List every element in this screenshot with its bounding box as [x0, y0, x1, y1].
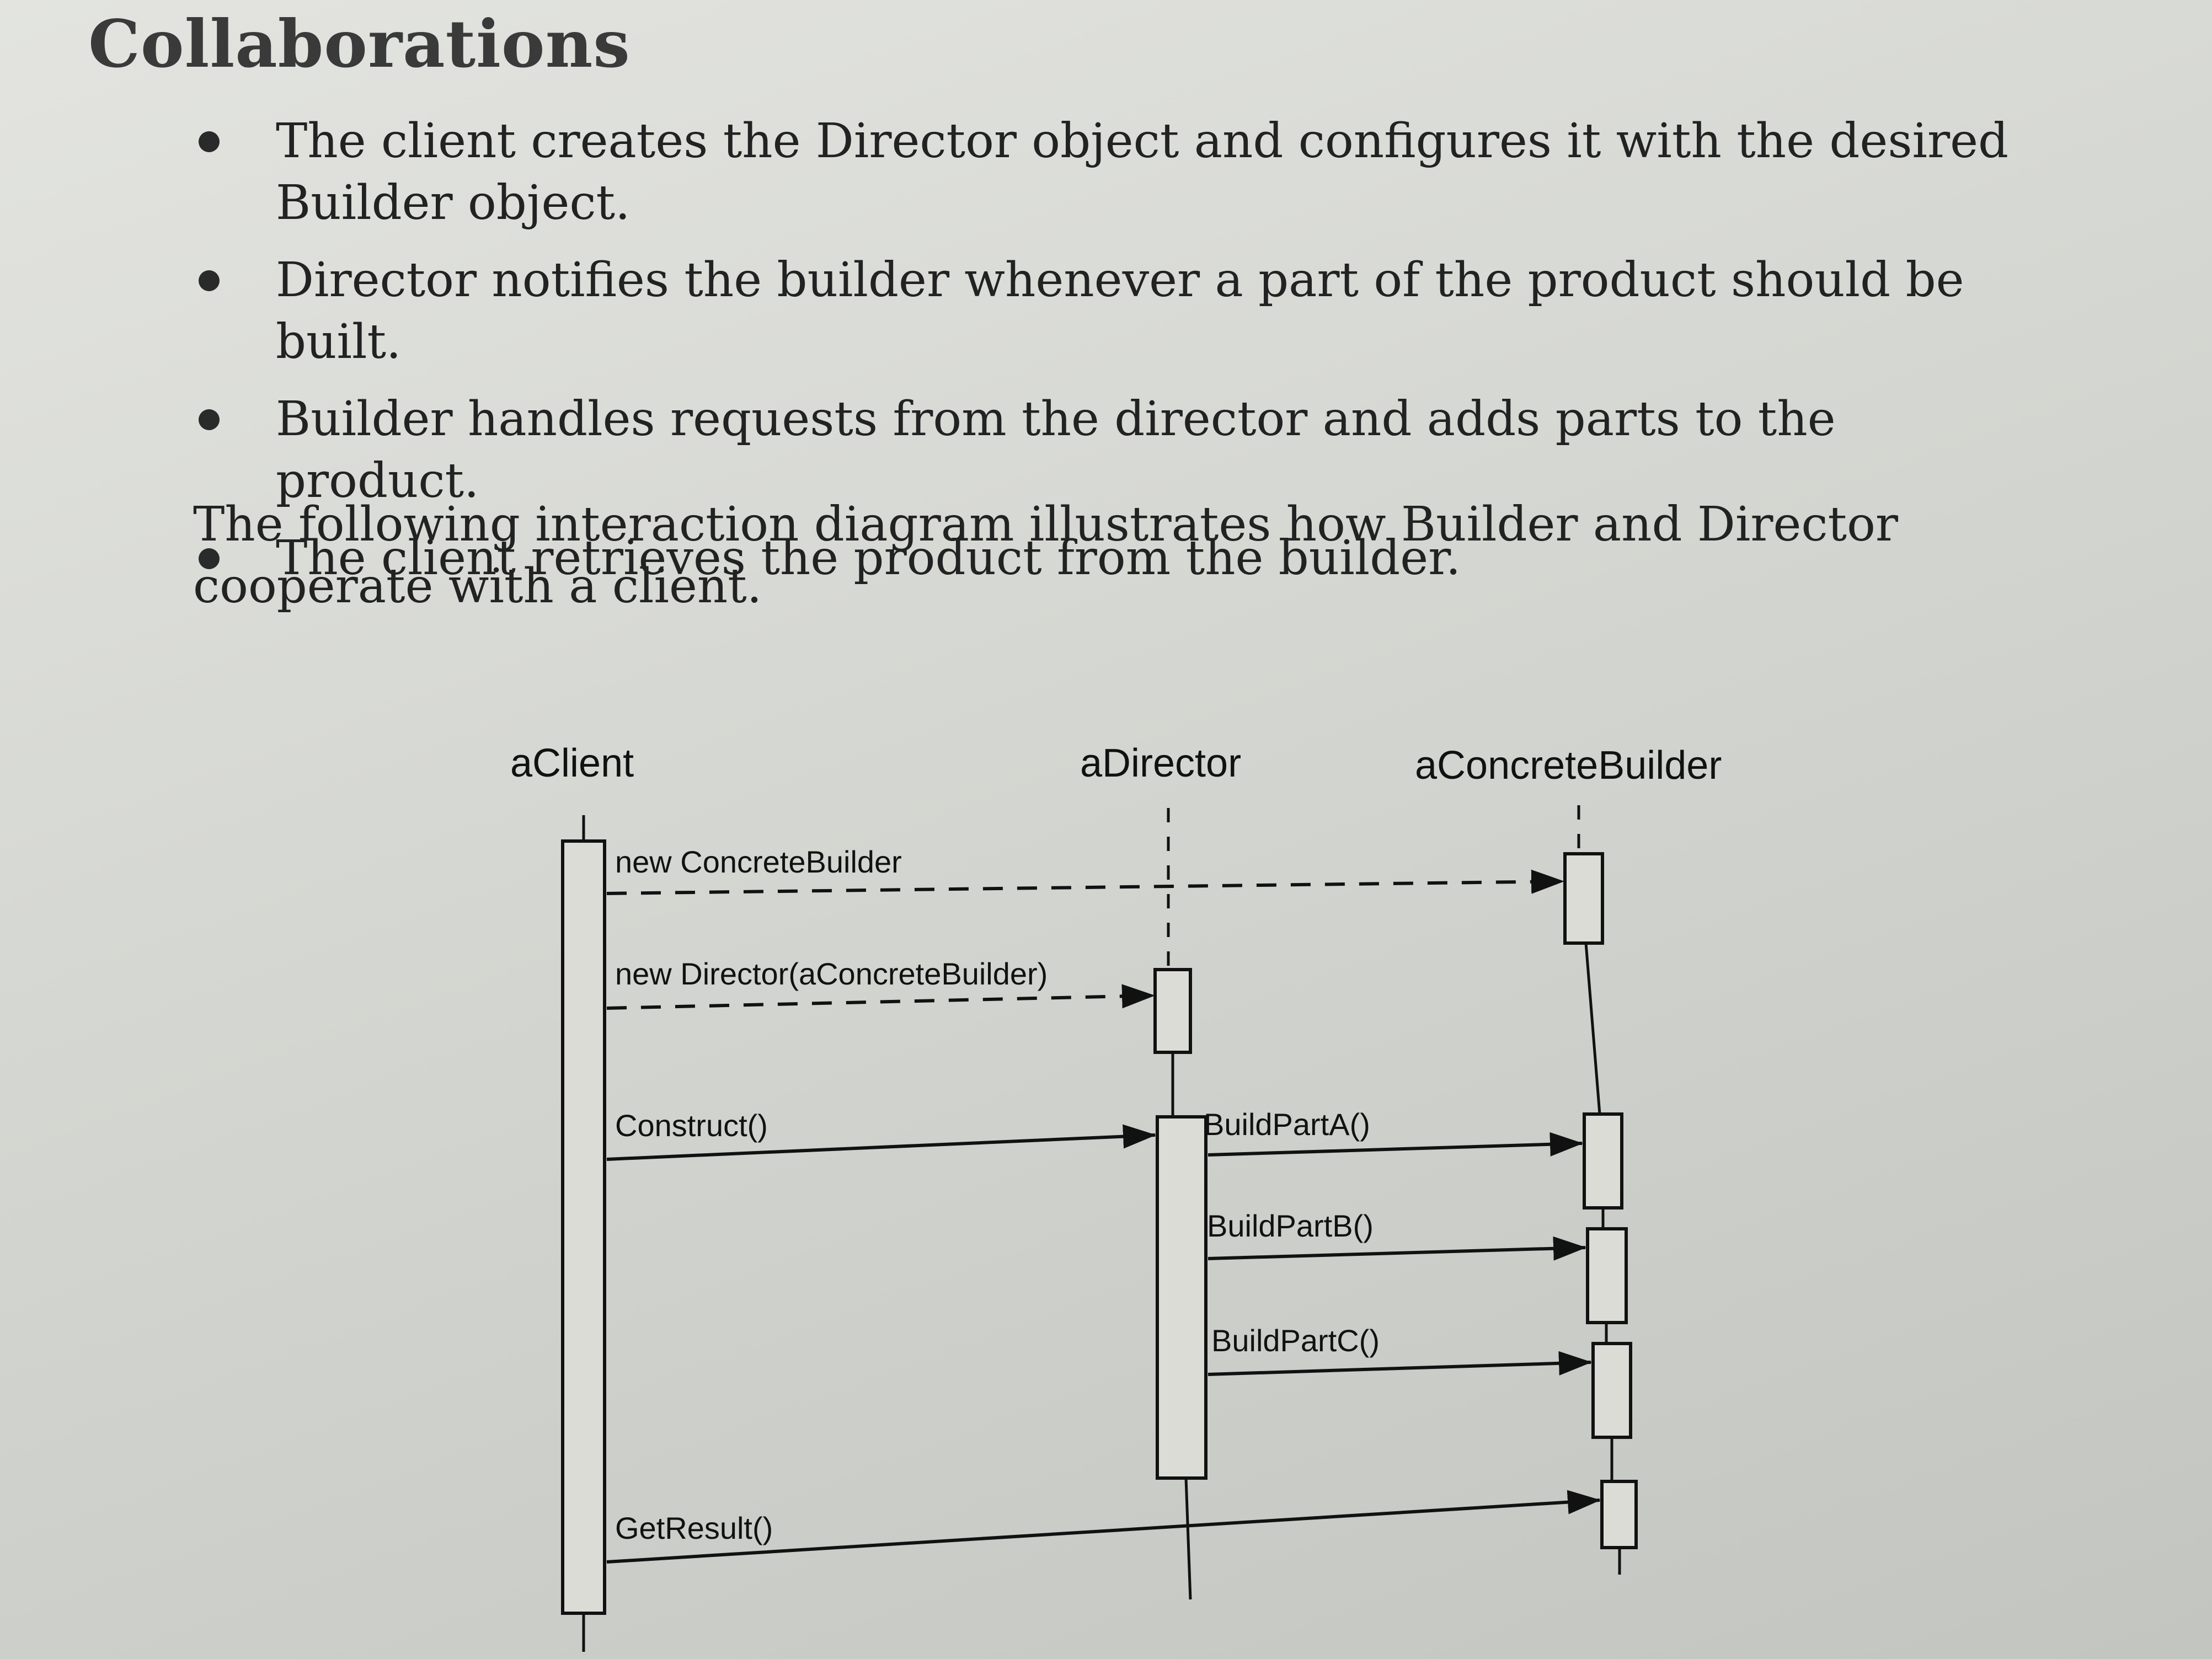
message-getresult: GetResult() — [606, 1490, 1601, 1564]
message-label: new ConcreteBuilder — [615, 844, 902, 879]
message-buildpartc: BuildPartC() — [1207, 1323, 1592, 1376]
list-item-text: Builder handles requests from the direct… — [276, 392, 1836, 509]
client-lifeline — [561, 815, 606, 1652]
bullet-icon — [199, 548, 220, 569]
list-item-text: Director notifies the builder whenever a… — [276, 253, 1964, 370]
bullet-icon — [199, 409, 220, 430]
director-lifeline — [1153, 808, 1207, 1600]
message-construct: Construct() — [606, 1108, 1156, 1161]
list-item: The client retrieves the product from th… — [193, 527, 2013, 589]
message-label: GetResult() — [615, 1511, 773, 1545]
list-item: Director notifies the builder whenever a… — [193, 249, 2013, 373]
message-label: Construct() — [615, 1108, 768, 1143]
message-new-concretebuilder: new ConcreteBuilder — [606, 844, 1564, 895]
builder-lifeline — [1563, 805, 1638, 1575]
object-label-client: aClient — [510, 741, 634, 785]
list-item: The client creates the Director object a… — [193, 110, 2013, 234]
list-item-text: The client retrieves the product from th… — [276, 531, 1461, 586]
message-buildparta: BuildPartA() — [1204, 1107, 1583, 1157]
list-item-text: The client creates the Director object a… — [276, 114, 2009, 231]
collaboration-list: The client creates the Director object a… — [193, 110, 2013, 604]
message-new-director: new Director(aConcreteBuilder) — [606, 956, 1155, 1010]
message-buildpartb: BuildPartB() — [1207, 1208, 1586, 1261]
message-label: BuildPartB() — [1207, 1208, 1374, 1243]
object-label-builder: aConcreteBuilder — [1415, 743, 1722, 788]
section-heading: Collaborations — [88, 6, 631, 82]
message-label: BuildPartA() — [1204, 1107, 1370, 1142]
list-item: Builder handles requests from the direct… — [193, 388, 2013, 512]
object-label-director: aDirector — [1080, 741, 1241, 785]
bullet-icon — [199, 270, 220, 291]
intro-paragraph: The following interaction diagram illust… — [193, 497, 1899, 614]
message-label: BuildPartC() — [1211, 1323, 1380, 1358]
bullet-icon — [199, 131, 220, 152]
message-label: new Director(aConcreteBuilder) — [615, 956, 1048, 991]
